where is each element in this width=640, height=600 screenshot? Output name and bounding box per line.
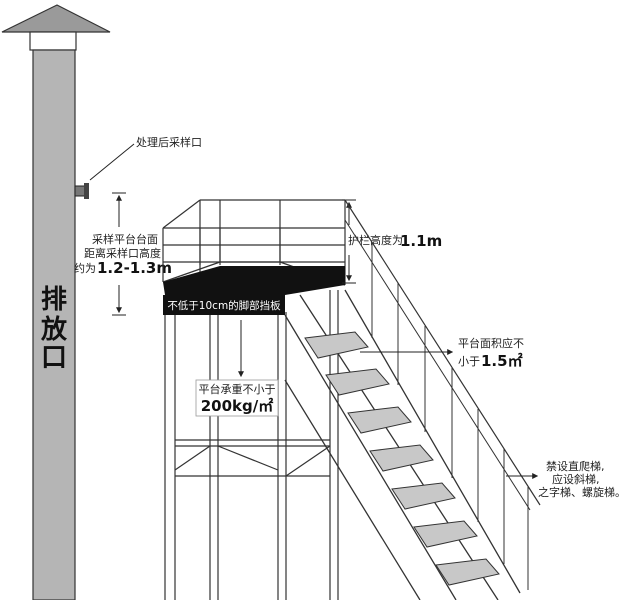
railing-height-value: 1.1m <box>400 232 442 250</box>
ladder-note-line1: 禁设直爬梯, <box>546 459 605 473</box>
stair-step <box>304 331 369 359</box>
sampling-port: 处理后采样口 <box>74 135 202 199</box>
platform-height-value: 1.2-1.3m <box>97 259 172 277</box>
platform-height-dimension: 采样平台台面 距离采样口高度 约为 1.2-1.3m <box>74 192 172 316</box>
railing-height-prefix: 护栏高度为 <box>348 233 403 247</box>
ladder-note: 禁设直爬梯, 应设斜梯, 之字梯、螺旋梯。 <box>506 459 626 499</box>
chimney: 排 放 口 <box>1 4 111 600</box>
platform-area-line1: 平台面积应不 <box>458 336 524 350</box>
chimney-body <box>32 49 76 600</box>
ladder-note-line2: 应设斜梯, <box>552 472 600 486</box>
ladder-note-line3: 之字梯、螺旋梯。 <box>538 485 626 499</box>
chimney-collar <box>29 31 77 51</box>
stair-step <box>413 520 478 548</box>
toe-board-label: 不低于10cm的脚部挡板 <box>167 299 281 312</box>
chimney-label-2: 放 <box>40 314 68 345</box>
platform-area-prefix: 小于 <box>458 355 480 368</box>
chimney-label-1: 排 <box>41 285 67 315</box>
platform-structure <box>162 199 346 600</box>
chimney-cap <box>1 4 111 33</box>
stair-step <box>369 444 434 472</box>
stair-step <box>391 482 456 510</box>
load-annotation: 平台承重不小于 200kg/㎡ <box>195 320 279 417</box>
stair-step <box>435 558 500 586</box>
platform-height-line2: 距离采样口高度 <box>84 246 161 260</box>
inclined-stair <box>284 199 541 600</box>
load-line1: 平台承重不小于 <box>199 382 276 396</box>
toe-board: 不低于10cm的脚部挡板 <box>163 266 345 315</box>
railing-height-dimension: 护栏高度为 1.1m <box>342 199 442 284</box>
platform-area-annotation: 平台面积应不 小于 1.5㎡ <box>360 336 524 370</box>
platform-height-line3: 约为 <box>74 262 96 275</box>
load-value: 200kg/㎡ <box>201 397 274 415</box>
stair-step <box>325 368 390 396</box>
chimney-label-3: 口 <box>41 343 67 373</box>
sampling-port-label: 处理后采样口 <box>136 135 202 149</box>
platform-height-line1: 采样平台台面 <box>92 232 158 246</box>
stair-step <box>347 406 412 434</box>
platform-area-value: 1.5㎡ <box>481 352 523 370</box>
